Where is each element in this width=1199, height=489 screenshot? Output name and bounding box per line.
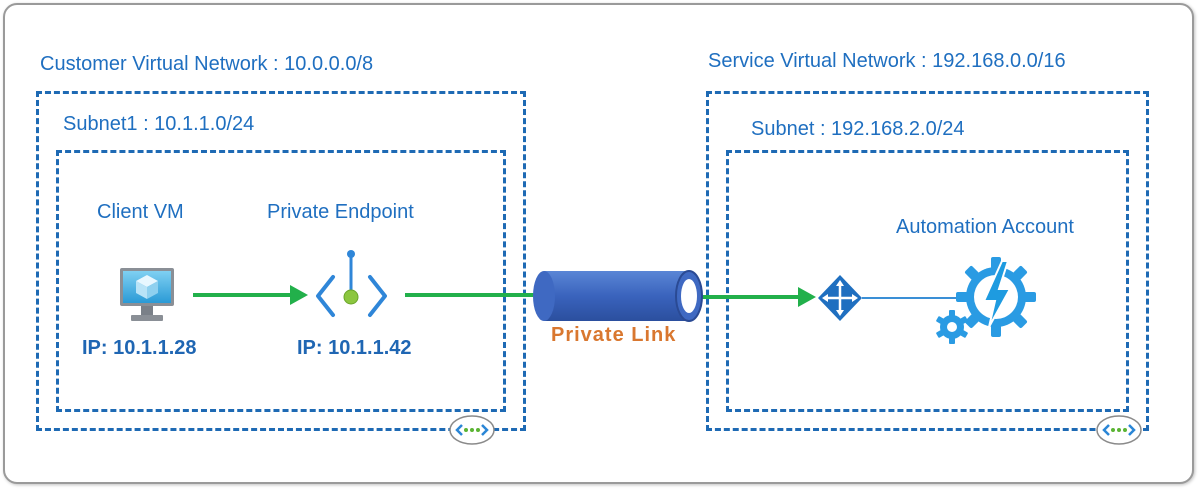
client-vm-label: Client VM: [97, 201, 184, 223]
private-endpoint-label: Private Endpoint: [267, 201, 414, 223]
automation-account-icon: [936, 257, 1036, 344]
service-subnet-title: Subnet : 192.168.2.0/24: [751, 118, 965, 140]
private-link-label: Private Link: [551, 324, 677, 346]
diagram-frame: [3, 3, 1194, 484]
service-vnet-box: [706, 91, 1149, 431]
connector-vm-to-endpoint: [193, 285, 308, 305]
customer-subnet-box: [56, 150, 506, 412]
virtual-machine-icon: [120, 268, 174, 321]
customer-vnet-box: [36, 91, 526, 431]
vnet-badge-icon: [449, 415, 495, 445]
network-router-icon: [818, 275, 862, 321]
private-endpoint-ip: IP: 10.1.1.42: [297, 337, 412, 359]
service-subnet-box: [726, 150, 1129, 412]
private-endpoint-icon: [316, 250, 387, 317]
client-vm-ip: IP: 10.1.1.28: [82, 337, 197, 359]
pipe-icon: [533, 270, 703, 322]
customer-subnet-title: Subnet1 : 10.1.1.0/24: [63, 113, 255, 135]
automation-account-label: Automation Account: [896, 216, 1074, 238]
customer-vnet-title: Customer Virtual Network : 10.0.0.0/8: [40, 53, 374, 75]
connector-link-to-router: [700, 287, 816, 307]
service-vnet-title: Service Virtual Network : 192.168.0.0/16: [708, 50, 1066, 72]
vnet-badge-icon: [1096, 415, 1142, 445]
